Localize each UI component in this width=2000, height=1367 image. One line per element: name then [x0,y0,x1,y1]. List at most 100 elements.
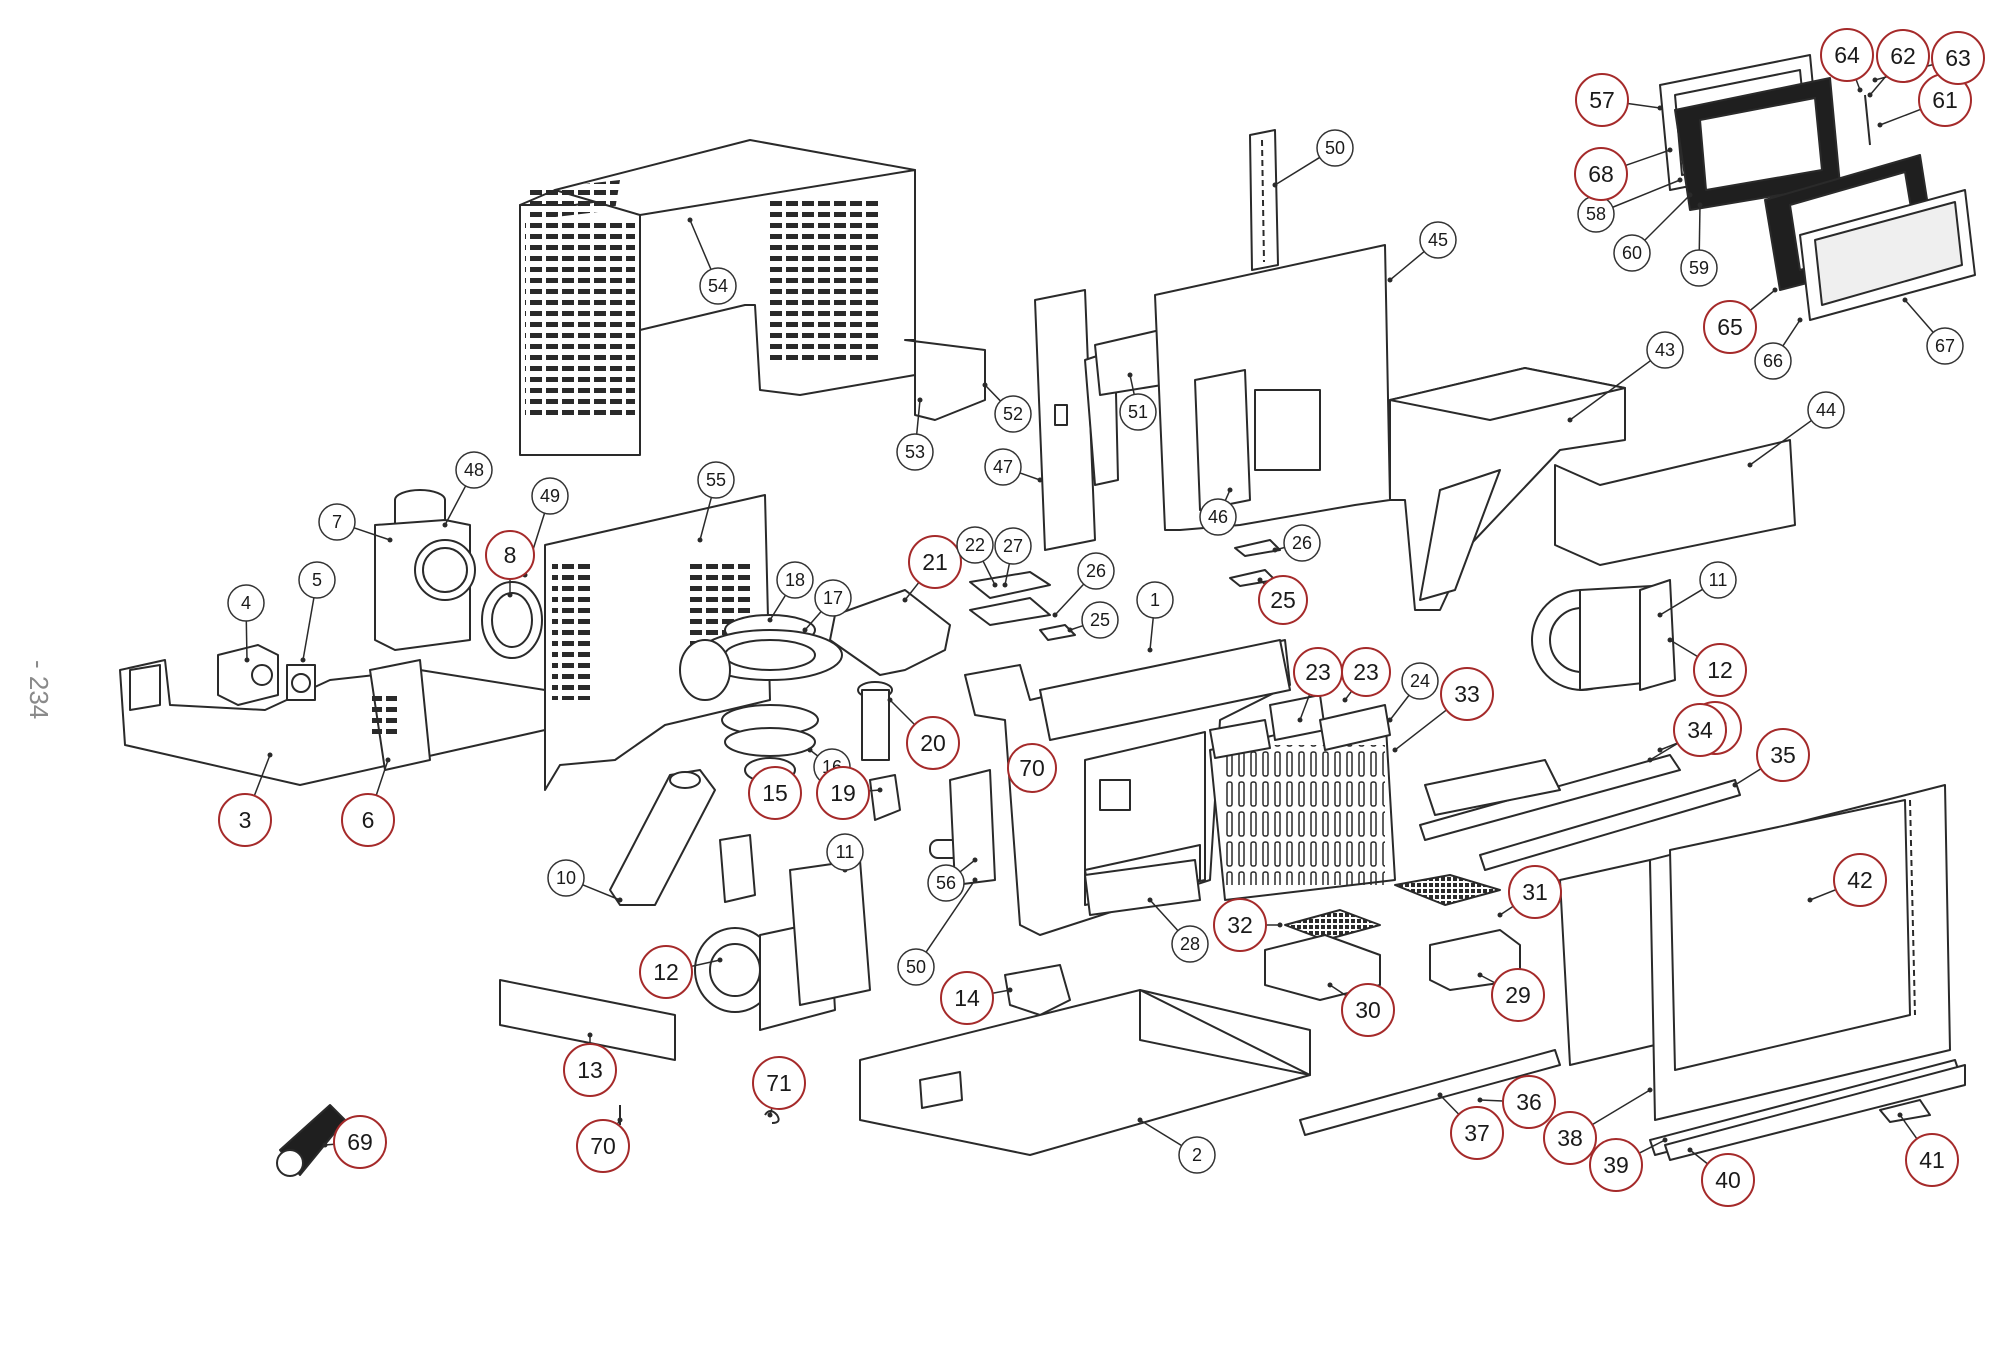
callout-circle [1081,601,1119,639]
callout-leader [375,759,389,796]
callout-48: 48 [455,451,493,489]
leader-tip [982,382,988,388]
part-rear-wall [1154,244,1391,531]
callout-51: 51 [1119,393,1157,431]
leader-tip [1647,1087,1653,1093]
part-base-tray [119,659,546,786]
callout-label: 3 [239,807,252,833]
leader-tip [1257,577,1263,583]
callout-circle [1341,983,1395,1037]
callout-leader [353,527,391,541]
callout-32: 32 [1213,898,1267,952]
callout-1: 1 [1136,581,1174,619]
callout-label: 28 [1180,934,1200,954]
part-auger-tube [609,769,756,906]
callout-leader [1644,194,1691,241]
leader-tip [1667,637,1673,643]
leader-tip [1277,922,1283,928]
callout-leader [1149,617,1154,651]
callout-label: 23 [1353,659,1379,685]
leader-tip [1797,317,1803,323]
callout-41: 41 [1905,1133,1959,1187]
callout-leader [1899,1114,1918,1140]
callout-circle [1171,925,1209,963]
callout-47: 47 [984,448,1022,486]
callout-17: 17 [814,579,852,617]
callout-circle [940,971,994,1025]
callout-leader [582,884,621,901]
callout-54: 54 [699,267,737,305]
leader-tip [267,752,273,758]
callout-circle [1589,1138,1643,1192]
callout-circle [1703,300,1757,354]
callout-15: 15 [748,766,802,820]
callout-circle [1440,667,1494,721]
callout-label: 62 [1890,43,1916,69]
callout-leader [1638,1139,1666,1154]
part-heat-exchanger [1209,709,1396,901]
callout-label: 10 [556,868,576,888]
callout-circle [826,833,864,871]
callout-26: 26 [1077,552,1115,590]
leader-tip [617,897,623,903]
callout-leader [1129,374,1135,395]
callout-34: 34 [1673,703,1727,757]
leader-tip [507,592,513,598]
callout-leader [1612,179,1681,208]
part-plate [1319,704,1391,751]
callout-label: 69 [347,1129,373,1155]
callout-2: 2 [1178,1136,1216,1174]
callout-label: 17 [823,588,843,608]
callout-circle [1508,865,1562,919]
callout-36: 36 [1502,1075,1556,1129]
callout-leader [1904,299,1934,333]
leader-tip [1002,582,1008,588]
callout-57: 57 [1575,73,1629,127]
callout-label: 54 [708,276,728,296]
leader-tip [1897,1112,1903,1118]
callout-label: 32 [1227,912,1253,938]
callout-circle [908,535,962,589]
part-cover-tray [829,589,951,676]
callout-67: 67 [1926,327,1964,365]
callout-circle [1199,498,1237,536]
callout-circle [1283,524,1321,562]
callout-30: 30 [1341,983,1395,1037]
callout-leader [1782,319,1801,347]
callout-55: 55 [697,461,735,499]
leader-tip [1657,612,1663,618]
leader-tip [972,857,978,863]
callout-label: 45 [1428,230,1448,250]
callout-label: 8 [504,542,517,568]
callout-leader [1749,419,1812,466]
callout-8: 8 [485,530,535,580]
part-door-frame [1559,784,1951,1121]
callout-21: 21 [908,535,962,589]
callout-leader [904,581,920,601]
callout-circle [1833,853,1887,907]
callout-label: 43 [1655,340,1675,360]
callout-label: 64 [1834,42,1860,68]
leader-tip [807,747,813,753]
leader-tip [877,787,883,793]
leader-tip [1392,747,1398,753]
leader-tip [1147,897,1153,903]
leader-tip [1387,277,1393,283]
callout-circle [1136,581,1174,619]
leader-tip [244,657,250,663]
callout-50: 50 [897,948,935,986]
leader-tip [767,1112,773,1118]
callout-circle [816,766,870,820]
part-grate [1394,874,1501,906]
callout-label: 68 [1588,161,1614,187]
callout-circle [341,793,395,847]
callout-56: 56 [927,864,965,902]
callout-44: 44 [1807,391,1845,429]
callout-label: 25 [1090,610,1110,630]
callout-label: 52 [1003,404,1023,424]
callout-label: 15 [762,780,788,806]
callout-circle [1756,728,1810,782]
callout-label: 63 [1945,45,1971,71]
part-deflector-panel [1554,439,1796,566]
